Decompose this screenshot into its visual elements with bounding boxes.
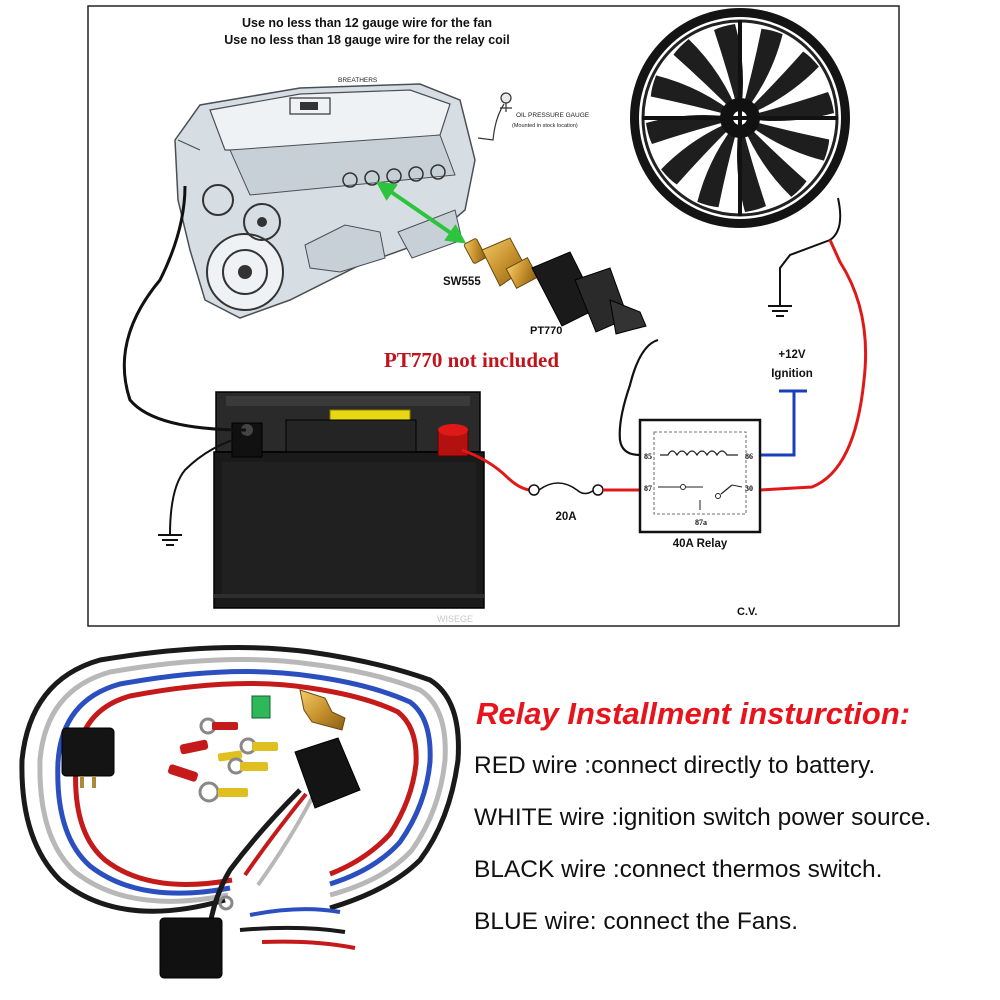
fan-ground-icon	[768, 197, 842, 317]
fuse-20a-icon	[528, 482, 604, 496]
relay-caption: 40A Relay	[673, 538, 728, 550]
install-location-arrow	[375, 181, 467, 244]
fan-blade	[740, 28, 783, 118]
instructions-panel: Relay Installment insturction: RED wire …	[474, 696, 994, 960]
ignition-volts: +12V	[778, 349, 806, 361]
harness-kit-photo	[19, 645, 461, 979]
fan-blade	[697, 118, 740, 208]
fan-blade	[714, 24, 744, 118]
instructions-title: Relay Installment insturction:	[476, 696, 911, 731]
fan-illustration	[630, 8, 850, 228]
black-wire-engine-ground	[122, 185, 247, 432]
instruction-black-wire: BLACK wire :connect thermos switch.	[474, 856, 883, 883]
red-wire-battery	[461, 448, 531, 492]
pt770-connector	[531, 251, 647, 335]
sw555-label: SW555	[443, 276, 481, 288]
black-wire-sensor	[618, 338, 659, 457]
oil-gauge-note: (Mounted in stock location)	[512, 123, 578, 129]
fan-blade	[650, 75, 740, 118]
battery	[213, 391, 485, 609]
pt770-note: PT770 not included	[384, 348, 559, 372]
fan-blade	[673, 39, 740, 118]
signature: C.V.	[737, 606, 757, 618]
relay-pin-86: 86	[745, 452, 753, 461]
fan-blade	[740, 92, 834, 122]
ignition-label: Ignition	[771, 368, 813, 380]
relay-pin-87: 87	[644, 484, 652, 493]
fan-blade	[736, 118, 766, 212]
fuse-label: 20A	[555, 511, 576, 523]
positive-terminal	[437, 424, 469, 457]
fan-blade	[646, 114, 740, 144]
blue-wire-ignition	[760, 391, 796, 457]
oil-gauge-sender-icon	[500, 92, 512, 104]
fan-blade	[739, 118, 830, 161]
header-line-1: Use no less than 12 gauge wire for the f…	[242, 16, 492, 30]
watermark: WISEGE	[437, 614, 473, 624]
relay-pin-87a: 87a	[695, 518, 707, 527]
relay-40a	[638, 418, 762, 534]
negative-terminal	[231, 422, 263, 458]
red-wire-fan	[759, 239, 868, 492]
header-line-2: Use no less than 18 gauge wire for the r…	[224, 33, 510, 47]
fan-blade	[740, 118, 807, 197]
fan-blade	[661, 118, 740, 185]
temperature-sensor	[463, 237, 539, 290]
battery-ground-icon	[158, 435, 247, 546]
breathers-label: BREATHERS	[338, 77, 378, 84]
oil-gauge-label: OIL PRESSURE GAUGE	[516, 112, 590, 119]
relay-pin-30: 30	[745, 484, 753, 493]
pt770-label: PT770	[530, 325, 562, 337]
instruction-red-wire: RED wire :connect directly to battery.	[474, 752, 876, 779]
fan-blade	[740, 51, 819, 118]
relay-pin-85: 85	[644, 452, 652, 461]
instruction-white-wire: WHITE wire :ignition switch power source…	[474, 804, 932, 831]
instruction-blue-wire: BLUE wire: connect the Fans.	[474, 908, 799, 935]
